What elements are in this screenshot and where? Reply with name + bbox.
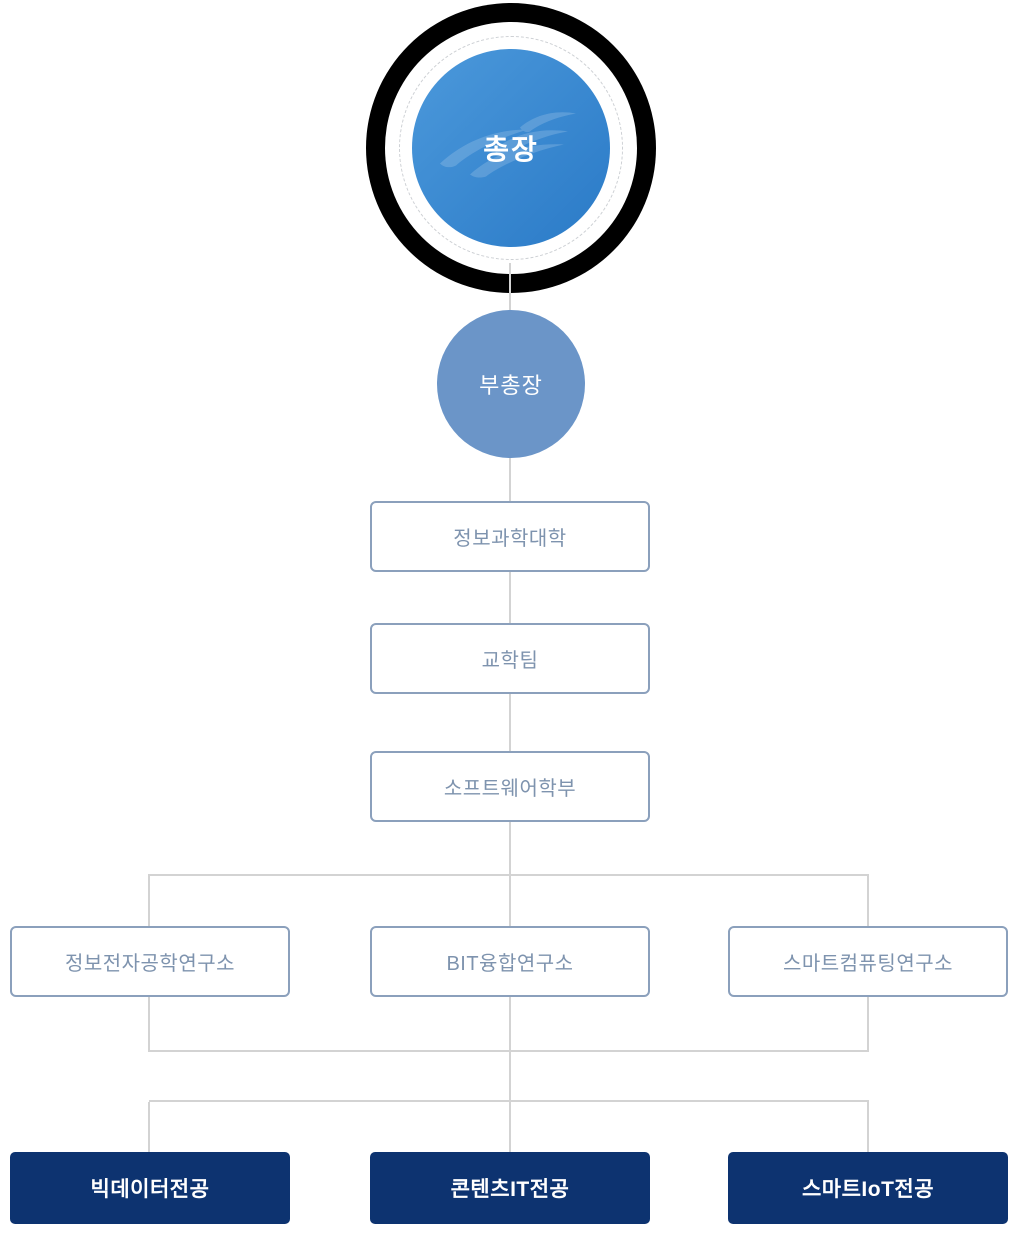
president-dashed-ring: 총장 bbox=[399, 36, 623, 260]
connector-line bbox=[509, 694, 511, 751]
connector-line bbox=[867, 1102, 869, 1152]
connector-line bbox=[867, 874, 869, 926]
node-label: 정보전자공학연구소 bbox=[64, 953, 236, 975]
node-software-faculty: 소프트웨어학부 bbox=[370, 751, 650, 822]
president-node: 총장 bbox=[366, 3, 656, 293]
node-label: 교학팀 bbox=[481, 650, 539, 672]
president-inner-ring: 총장 bbox=[385, 22, 637, 274]
node-label: 콘텐츠IT전공 bbox=[450, 1178, 570, 1201]
node-institute-info-electronics: 정보전자공학연구소 bbox=[10, 926, 290, 997]
connector-line bbox=[148, 997, 150, 1052]
connector-line bbox=[149, 874, 869, 876]
node-label: BIT융합연구소 bbox=[446, 953, 574, 975]
vice-president-node: 부총장 bbox=[437, 310, 585, 458]
connector-line bbox=[509, 997, 511, 1052]
connector-line bbox=[149, 1050, 869, 1052]
university-emblem-icon bbox=[440, 112, 576, 178]
node-major-content-it: 콘텐츠IT전공 bbox=[370, 1152, 650, 1224]
node-label: 스마트컴퓨팅연구소 bbox=[782, 953, 954, 975]
connector-line bbox=[149, 1100, 869, 1102]
president-circle: 총장 bbox=[412, 49, 610, 247]
node-major-smart-iot: 스마트IoT전공 bbox=[728, 1152, 1008, 1224]
connector-line bbox=[867, 997, 869, 1052]
node-institute-bit-convergence: BIT융합연구소 bbox=[370, 926, 650, 997]
node-major-bigdata: 빅데이터전공 bbox=[10, 1152, 290, 1224]
node-label: 빅데이터전공 bbox=[90, 1178, 210, 1201]
connector-line bbox=[148, 1102, 150, 1152]
connector-line bbox=[148, 874, 150, 926]
connector-line bbox=[509, 1052, 511, 1100]
node-label: 스마트IoT전공 bbox=[801, 1178, 935, 1201]
connector-line bbox=[509, 1102, 511, 1152]
node-info-science-college: 정보과학대학 bbox=[370, 501, 650, 572]
president-label: 총장 bbox=[483, 134, 539, 165]
node-label: 소프트웨어학부 bbox=[443, 778, 577, 800]
vice-president-label: 부총장 bbox=[479, 373, 543, 398]
connector-line bbox=[509, 572, 511, 623]
node-institute-smart-computing: 스마트컴퓨팅연구소 bbox=[728, 926, 1008, 997]
node-label: 정보과학대학 bbox=[453, 528, 567, 550]
node-academic-affairs-team: 교학팀 bbox=[370, 623, 650, 694]
